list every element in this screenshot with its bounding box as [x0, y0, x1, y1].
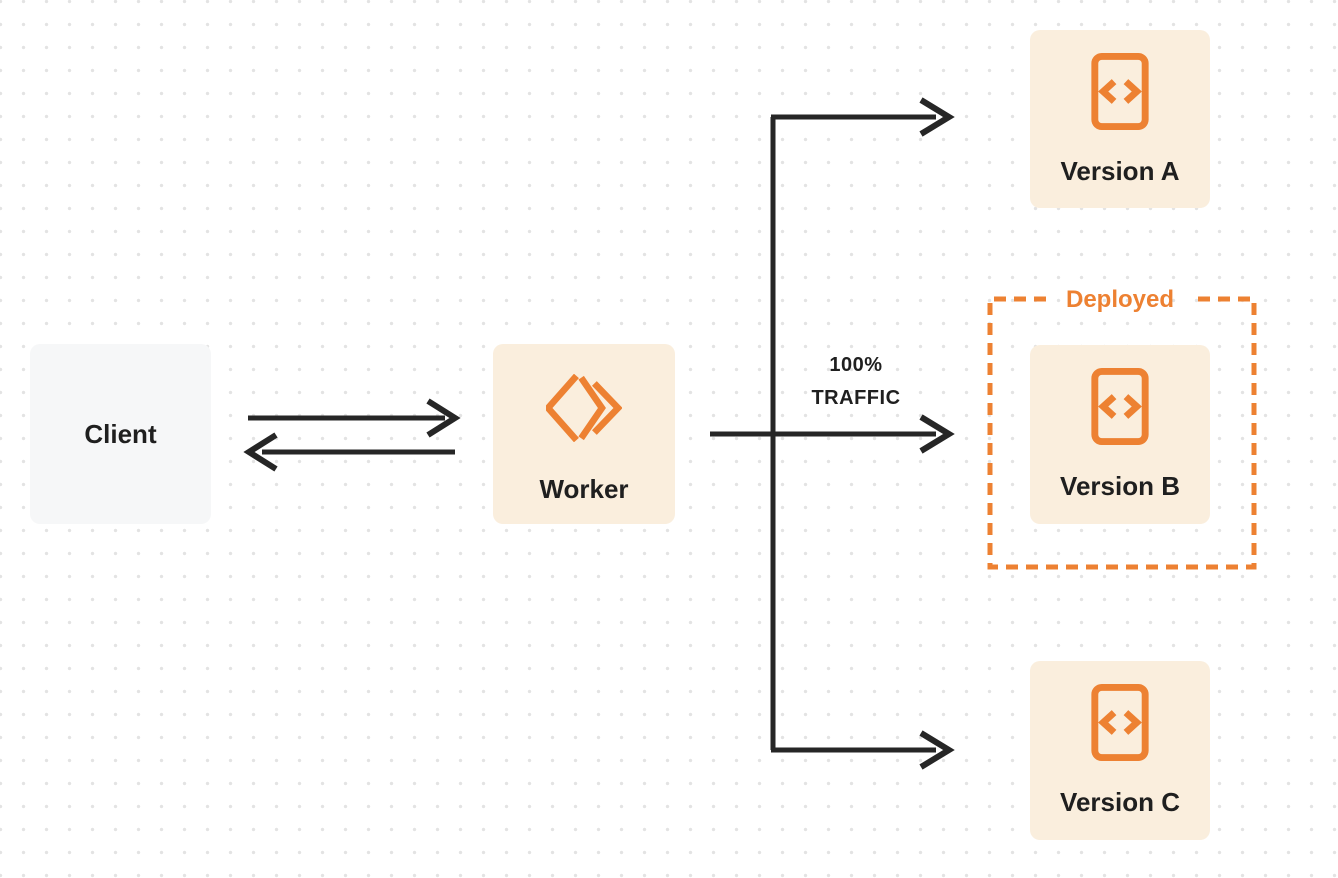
client-node-label: Client	[84, 419, 157, 449]
version-b-label: Version B	[1060, 471, 1180, 501]
deployed-region-label: Deployed	[1065, 286, 1175, 313]
code-file-icon	[1091, 684, 1149, 761]
arrowhead-to-version-b	[919, 414, 955, 454]
arrowhead-to-version-a	[919, 97, 955, 137]
traffic-annotation-line2: TRAFFIC	[811, 387, 901, 409]
traffic-annotation-line1: 100%	[829, 354, 883, 376]
code-file-icon	[1091, 53, 1149, 130]
arrowhead-to-version-c	[919, 730, 955, 770]
traffic-annotation: 100% TRAFFIC	[786, 349, 926, 415]
version-c-node: Version C	[1030, 661, 1210, 840]
version-c-label: Version C	[1060, 787, 1180, 817]
worker-node: Worker	[493, 344, 675, 524]
client-node: Client	[30, 344, 211, 524]
arrowhead-worker-to-client	[243, 432, 278, 472]
code-file-icon	[1091, 368, 1149, 445]
version-a-label: Version A	[1060, 156, 1180, 186]
version-a-node: Version A	[1030, 30, 1210, 208]
version-b-node: Version B	[1030, 345, 1210, 524]
workers-logo-icon	[546, 374, 622, 442]
arrowhead-client-to-worker	[426, 398, 461, 438]
worker-node-label: Worker	[539, 474, 629, 504]
